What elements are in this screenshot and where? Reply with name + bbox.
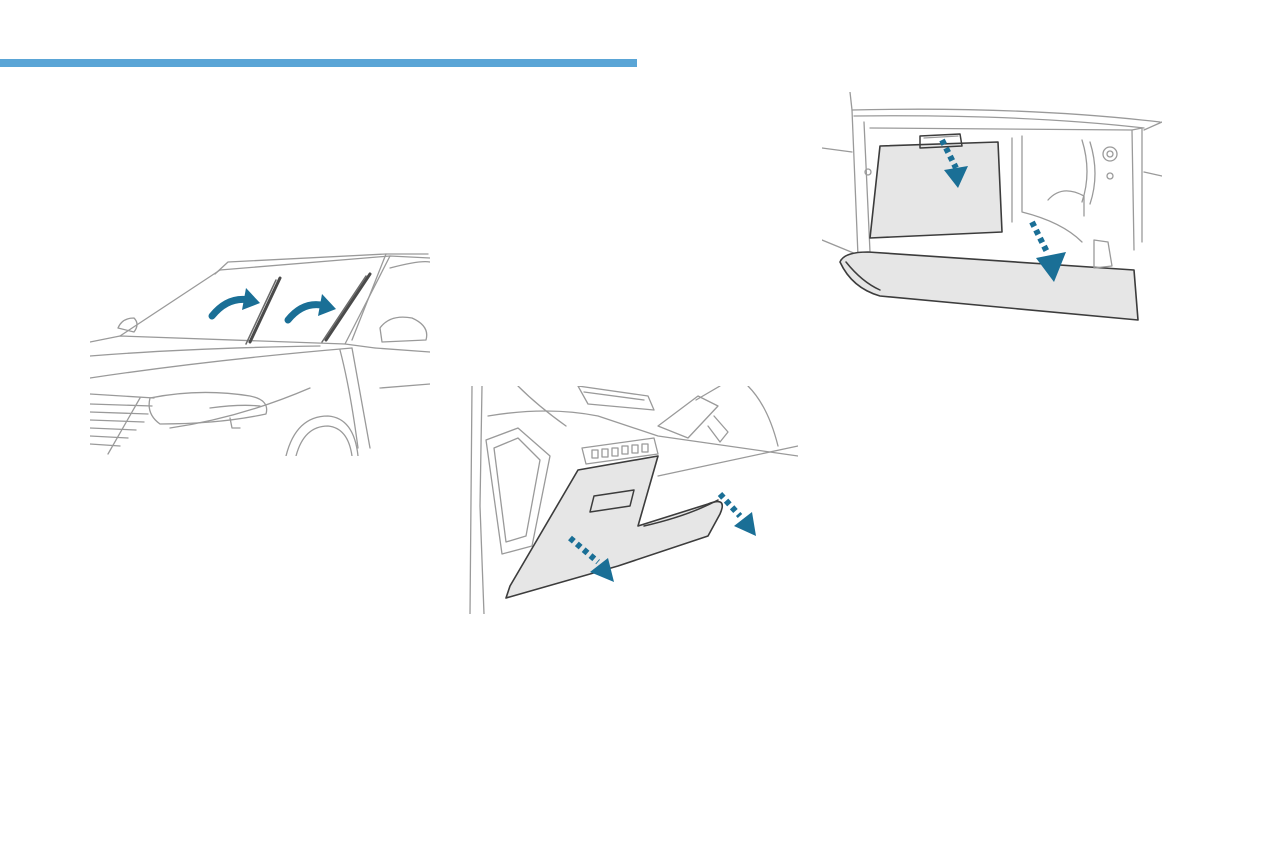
curved-arrow-icon xyxy=(284,294,336,324)
car-wipers-illustration xyxy=(90,253,430,456)
lower-panel-illustration xyxy=(469,386,798,614)
figure-wipers-raised xyxy=(90,248,430,456)
figure-lower-panel-removal xyxy=(458,386,798,614)
curved-arrow-icon xyxy=(208,288,260,320)
filter-cover-panel xyxy=(869,141,1003,239)
dashed-arrow-icon xyxy=(717,491,756,536)
section-header-rule xyxy=(0,59,637,67)
dashed-arrow-icon xyxy=(1029,220,1066,282)
glovebox-lid xyxy=(839,251,1139,321)
figure-glovebox-filter-removal xyxy=(822,92,1162,326)
glovebox-illustration xyxy=(822,92,1162,321)
dashed-arrow-icon xyxy=(568,535,614,582)
lower-dash-panel xyxy=(505,455,724,599)
dashed-arrow-icon xyxy=(939,138,968,188)
